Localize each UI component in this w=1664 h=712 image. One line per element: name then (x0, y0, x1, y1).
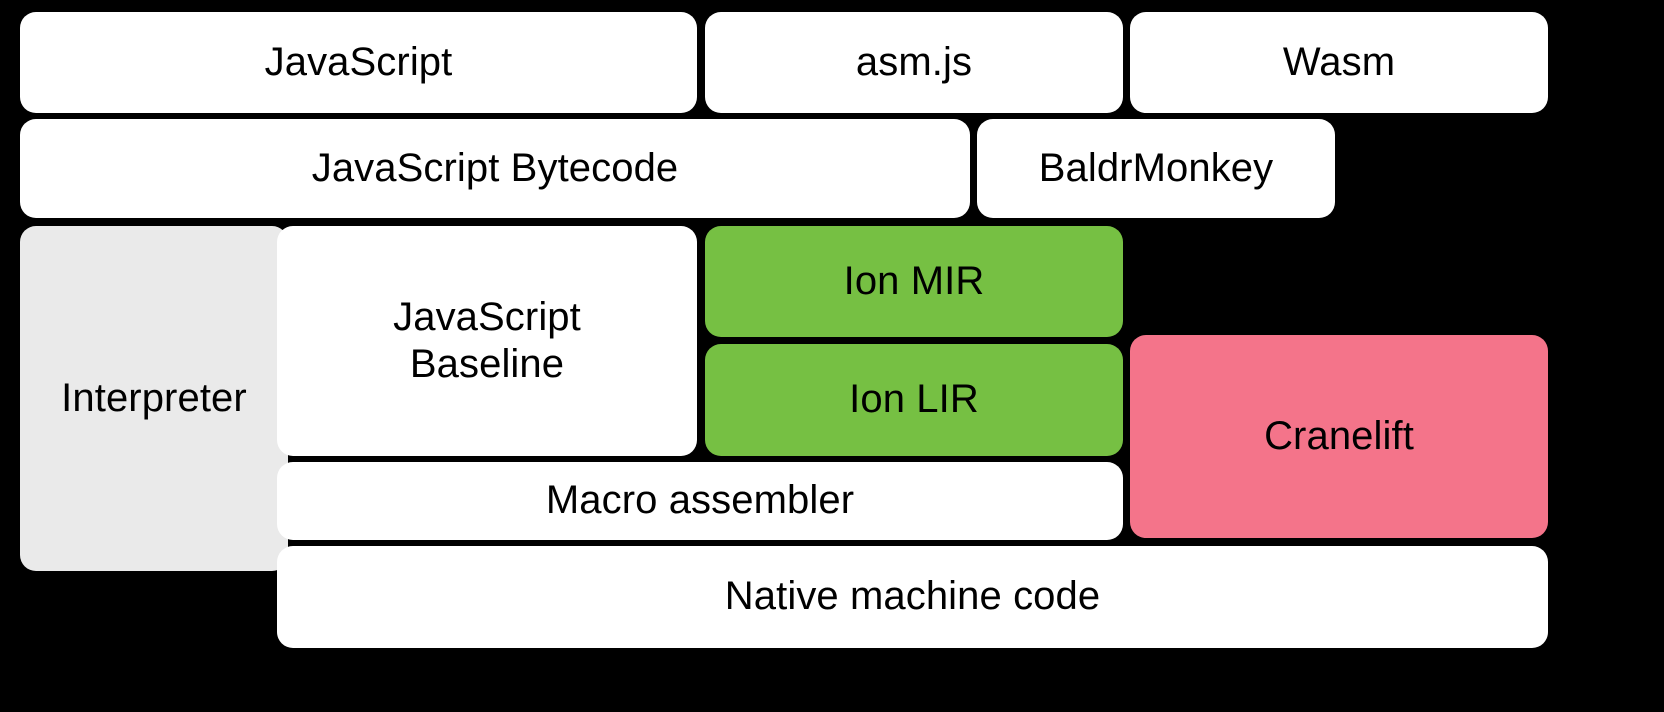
node-cranelift: Cranelift (1130, 335, 1548, 538)
node-asm-js: asm.js (705, 12, 1123, 113)
node-javascript-baseline: JavaScript Baseline (277, 226, 697, 456)
node-interpreter: Interpreter (20, 226, 288, 571)
node-javascript-bytecode: JavaScript Bytecode (20, 119, 970, 218)
node-wasm: Wasm (1130, 12, 1548, 113)
node-native-machine-code: Native machine code (277, 546, 1548, 648)
node-baldrmonkey: BaldrMonkey (977, 119, 1335, 218)
node-macro-assembler: Macro assembler (277, 462, 1123, 540)
node-javascript: JavaScript (20, 12, 697, 113)
node-ion-mir: Ion MIR (705, 226, 1123, 337)
node-ion-lir: Ion LIR (705, 344, 1123, 456)
